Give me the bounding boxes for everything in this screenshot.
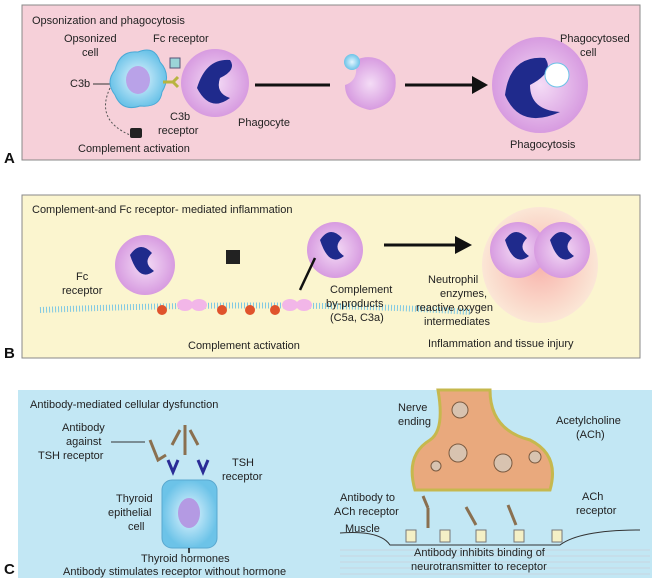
arrowhead-icon <box>472 76 488 94</box>
ach-receptors <box>405 529 563 543</box>
engulfing-phagocyte <box>345 57 396 110</box>
cell-membrane <box>39 302 471 315</box>
label: receptor <box>62 285 103 297</box>
phagocyte-nucleus <box>505 57 560 119</box>
label: Nerve <box>398 402 427 414</box>
label: Complement <box>330 284 392 296</box>
label: intermediates <box>424 316 491 328</box>
label: Antibody inhibits binding of <box>414 547 546 559</box>
label: C3b <box>70 78 90 90</box>
panel-b: B Complement-and Fc receptor- mediated i… <box>4 194 641 362</box>
label: receptor <box>222 471 263 483</box>
tsh-receptor <box>166 459 210 476</box>
c3b-deposits <box>157 305 280 315</box>
label: Thyroid hormones <box>141 553 230 565</box>
label: ACh receptor <box>334 506 399 518</box>
anti-tsh-antibody <box>148 425 200 463</box>
label: (C5a, C3a) <box>330 312 384 324</box>
nerve-ending <box>410 388 554 492</box>
label: cell <box>580 47 597 59</box>
label: cell <box>128 521 145 533</box>
label: Neutrophil <box>428 274 478 286</box>
dashed-arrow <box>105 87 131 136</box>
label: receptor <box>158 125 199 137</box>
panel-a: A Opsonization and phagocytosis Opsonize… <box>4 4 641 167</box>
neutrophil-nucleus <box>320 231 344 260</box>
label: Phagocytosis <box>510 139 576 151</box>
label: Complement activation <box>78 143 190 155</box>
neutrophil-nucleus <box>505 231 529 260</box>
label: Thyroid <box>116 493 153 505</box>
label: ending <box>398 416 431 428</box>
label: Fc <box>76 271 89 283</box>
panel-title: Opsonization and phagocytosis <box>32 15 185 27</box>
target-cell <box>344 54 360 70</box>
panel-c: C Antibody-mediated cellular dysfunction… <box>4 388 652 578</box>
panel-label: C <box>4 561 15 578</box>
complement-complex <box>226 250 240 264</box>
label: Acetylcholine <box>556 415 621 427</box>
label: Antibody <box>62 422 105 434</box>
label: ACh <box>582 491 603 503</box>
panel-title: Complement-and Fc receptor- mediated inf… <box>32 204 292 216</box>
label: reactive oxygen <box>416 302 493 314</box>
neutrophil-nucleus <box>550 231 574 260</box>
label: Opsonized <box>64 33 117 45</box>
label: enzymes, <box>440 288 487 300</box>
label: epithelial <box>108 507 151 519</box>
muscle-fibers <box>340 549 650 575</box>
label: Muscle <box>345 523 380 535</box>
nucleus <box>126 66 150 94</box>
fc-receptor <box>169 57 181 69</box>
arrowhead-icon <box>455 236 472 254</box>
label: TSH <box>232 457 254 469</box>
panel-label: B <box>4 345 15 362</box>
neutrophil-nucleus <box>130 246 154 275</box>
muscle-membrane <box>339 529 641 546</box>
label: against <box>66 436 101 448</box>
phagosome <box>544 62 570 88</box>
label: TSH receptor <box>38 450 104 462</box>
label: neurotransmitter to receptor <box>411 561 547 573</box>
label: Antibody to <box>340 492 395 504</box>
complement-fragments <box>177 299 312 311</box>
label: Fc receptor <box>153 33 209 45</box>
panel-label: A <box>4 150 15 167</box>
panel-title: Antibody-mediated cellular dysfunction <box>30 399 218 411</box>
label: C3b <box>170 111 190 123</box>
anti-ach-antibodies <box>421 495 518 528</box>
vesicles <box>430 401 542 473</box>
chemotaxis-arrow <box>298 257 317 291</box>
label: Phagocyte <box>238 117 290 129</box>
nucleus <box>178 498 200 528</box>
phagocyte-nucleus <box>197 59 233 104</box>
label: Complement activation <box>188 340 300 352</box>
label: Antibody stimulates receptor without hor… <box>63 566 286 578</box>
complement-complex <box>130 128 142 138</box>
label: cell <box>82 47 99 59</box>
label: Inflammation and tissue injury <box>428 338 574 350</box>
label: (ACh) <box>576 429 605 441</box>
c3b-receptor <box>163 75 180 89</box>
label: Phagocytosed <box>560 33 630 45</box>
label: receptor <box>576 505 617 517</box>
label: by-products <box>326 298 384 310</box>
phagocyte-cell <box>492 37 588 133</box>
